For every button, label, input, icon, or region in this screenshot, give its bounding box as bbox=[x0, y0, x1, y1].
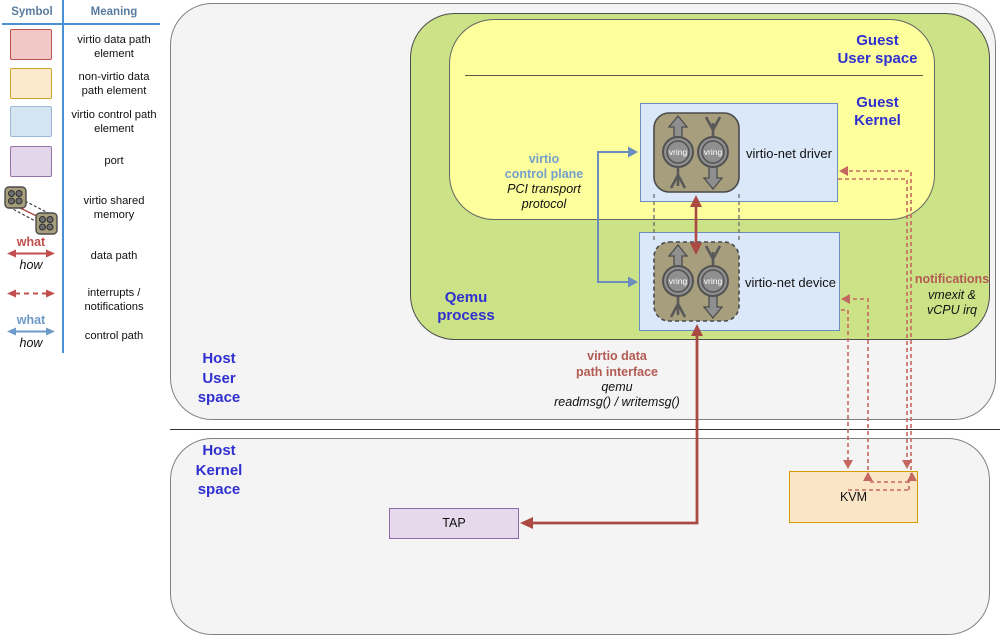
qemu-process-title: Qemu process bbox=[437, 289, 495, 324]
legend-symbol-header: Symbol bbox=[11, 6, 53, 18]
notifications-annotation: notifications vmexit & vCPU irq bbox=[906, 272, 998, 318]
control-plane-title: virtio control plane bbox=[504, 152, 584, 181]
legend-virtio-data-swatch bbox=[10, 29, 52, 60]
control-plane-annotation: virtio control plane PCI transport proto… bbox=[488, 152, 600, 211]
legend-control-path-symbol: what how bbox=[6, 314, 56, 350]
data-path-annotation: virtio data path interface qemu readmsg(… bbox=[537, 349, 697, 410]
interrupts-arrow-icon bbox=[7, 289, 55, 298]
guest-user-space-title: Guest User space bbox=[837, 32, 918, 67]
legend-meaning-header: Meaning bbox=[90, 6, 138, 18]
host-kernel-space-title: Host Kernel space bbox=[195, 442, 243, 498]
driver-kvm-notification-arrows bbox=[838, 166, 917, 481]
data-path-what-label: what bbox=[16, 235, 46, 249]
control-plane-subtitle: PCI transport protocol bbox=[507, 182, 581, 211]
vring-data-path-arrow bbox=[690, 195, 702, 255]
shared-memory-icon bbox=[4, 186, 58, 235]
data-path-arrow-icon bbox=[7, 249, 55, 258]
device-tx-vring-label: vring bbox=[704, 276, 723, 286]
legend-vertical-divider bbox=[62, 0, 64, 353]
tap-box: TAP bbox=[389, 508, 519, 539]
kvm-internal-notification-lines bbox=[848, 481, 911, 491]
legend-meaning-shared-memory: virtio shared memory bbox=[83, 195, 145, 221]
data-path-title: virtio data path interface bbox=[576, 349, 658, 379]
data-path-subtitle: qemu readmsg() / writemsg() bbox=[554, 380, 680, 409]
host-user-space-title: Host User space bbox=[197, 350, 241, 406]
device-rx-vring-label: vring bbox=[669, 276, 688, 286]
host-kernel-space-box bbox=[170, 438, 990, 635]
virtio-net-driver-label: virtio-net driver bbox=[746, 146, 832, 161]
legend-meaning-data-path: data path bbox=[90, 250, 138, 262]
legend-non-virtio-swatch bbox=[10, 68, 52, 99]
legend-port-swatch bbox=[10, 146, 52, 177]
data-path-how-label: how bbox=[19, 258, 43, 272]
control-path-arrow-icon bbox=[7, 327, 55, 336]
legend-virtio-control-swatch bbox=[10, 106, 52, 137]
guest-kernel-title: Guest Kernel bbox=[854, 94, 901, 129]
virtio-net-device-label: virtio-net device bbox=[744, 275, 837, 290]
control-path-arrow bbox=[597, 146, 638, 288]
legend-meaning-control-path: control path bbox=[84, 330, 144, 342]
legend-meaning-non-virtio: non-virtio data path element bbox=[78, 71, 150, 97]
legend-meaning-interrupts: interrupts / notifications bbox=[84, 287, 144, 313]
tap-data-path-arrow bbox=[520, 324, 703, 529]
shared-memory-link-lines bbox=[653, 194, 740, 240]
host-space-separator-line bbox=[170, 429, 1000, 430]
notifications-subtitle: vmexit & vCPU irq bbox=[926, 287, 977, 317]
control-path-what-label: what bbox=[16, 313, 46, 327]
driver-vring-icon: vring vring bbox=[653, 112, 740, 193]
kvm-label: KVM bbox=[839, 490, 868, 504]
guest-user-kernel-divider bbox=[465, 75, 923, 76]
control-path-how-label: how bbox=[19, 336, 43, 350]
legend-meaning-virtio-control: virtio control path element bbox=[71, 109, 157, 135]
legend-horizontal-divider bbox=[2, 23, 160, 25]
legend-data-path-symbol: what how bbox=[6, 236, 56, 272]
device-kvm-notification-arrows bbox=[841, 294, 873, 481]
device-vring-icon: vring vring bbox=[653, 241, 740, 322]
tap-label: TAP bbox=[442, 516, 466, 530]
driver-rx-vring-label: vring bbox=[669, 147, 688, 157]
kvm-box: KVM bbox=[789, 471, 918, 523]
driver-tx-vring-label: vring bbox=[704, 147, 723, 157]
notifications-title: notifications bbox=[914, 272, 990, 286]
legend-meaning-port: port bbox=[104, 155, 124, 167]
legend-meaning-virtio-data: virtio data path element bbox=[77, 34, 151, 60]
